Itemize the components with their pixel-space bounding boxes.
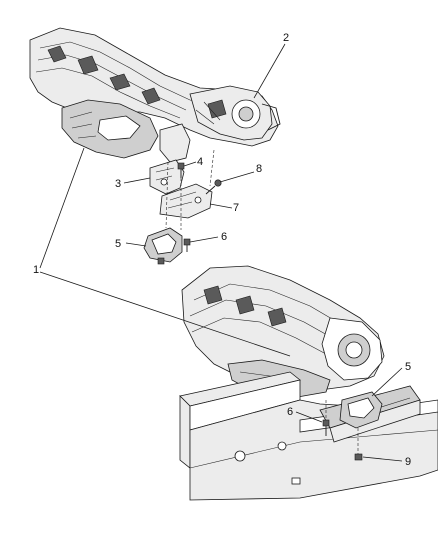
vehicle-frame [179, 371, 438, 501]
callout-2: 2 [283, 32, 289, 44]
upper-transmission-assembly [29, 27, 281, 163]
callout-6-lower: 6 [287, 406, 293, 418]
callout-1: 1 [33, 264, 39, 276]
callout-7: 7 [233, 202, 239, 214]
leader-lines [39, 43, 403, 462]
mount-bracket-3 [149, 159, 185, 195]
callout-5-lower: 5 [405, 361, 411, 373]
bolt-8 [205, 179, 222, 195]
callout-4: 4 [197, 156, 203, 168]
bracket-7 [159, 183, 213, 219]
callout-5-upper: 5 [115, 238, 121, 250]
callout-labels: 2 4 8 3 7 5 6 1 5 6 9 [33, 32, 411, 468]
bolt-6-upper [183, 238, 191, 252]
nut-9 [354, 453, 363, 461]
bolt-6-lower [322, 419, 330, 436]
callout-9: 9 [405, 456, 411, 468]
callout-8: 8 [256, 163, 262, 175]
callout-6-upper: 6 [221, 231, 227, 243]
insulator-mount-5-upper [143, 227, 183, 265]
callout-3: 3 [115, 178, 121, 190]
insulator-mount-5-lower [339, 391, 383, 429]
